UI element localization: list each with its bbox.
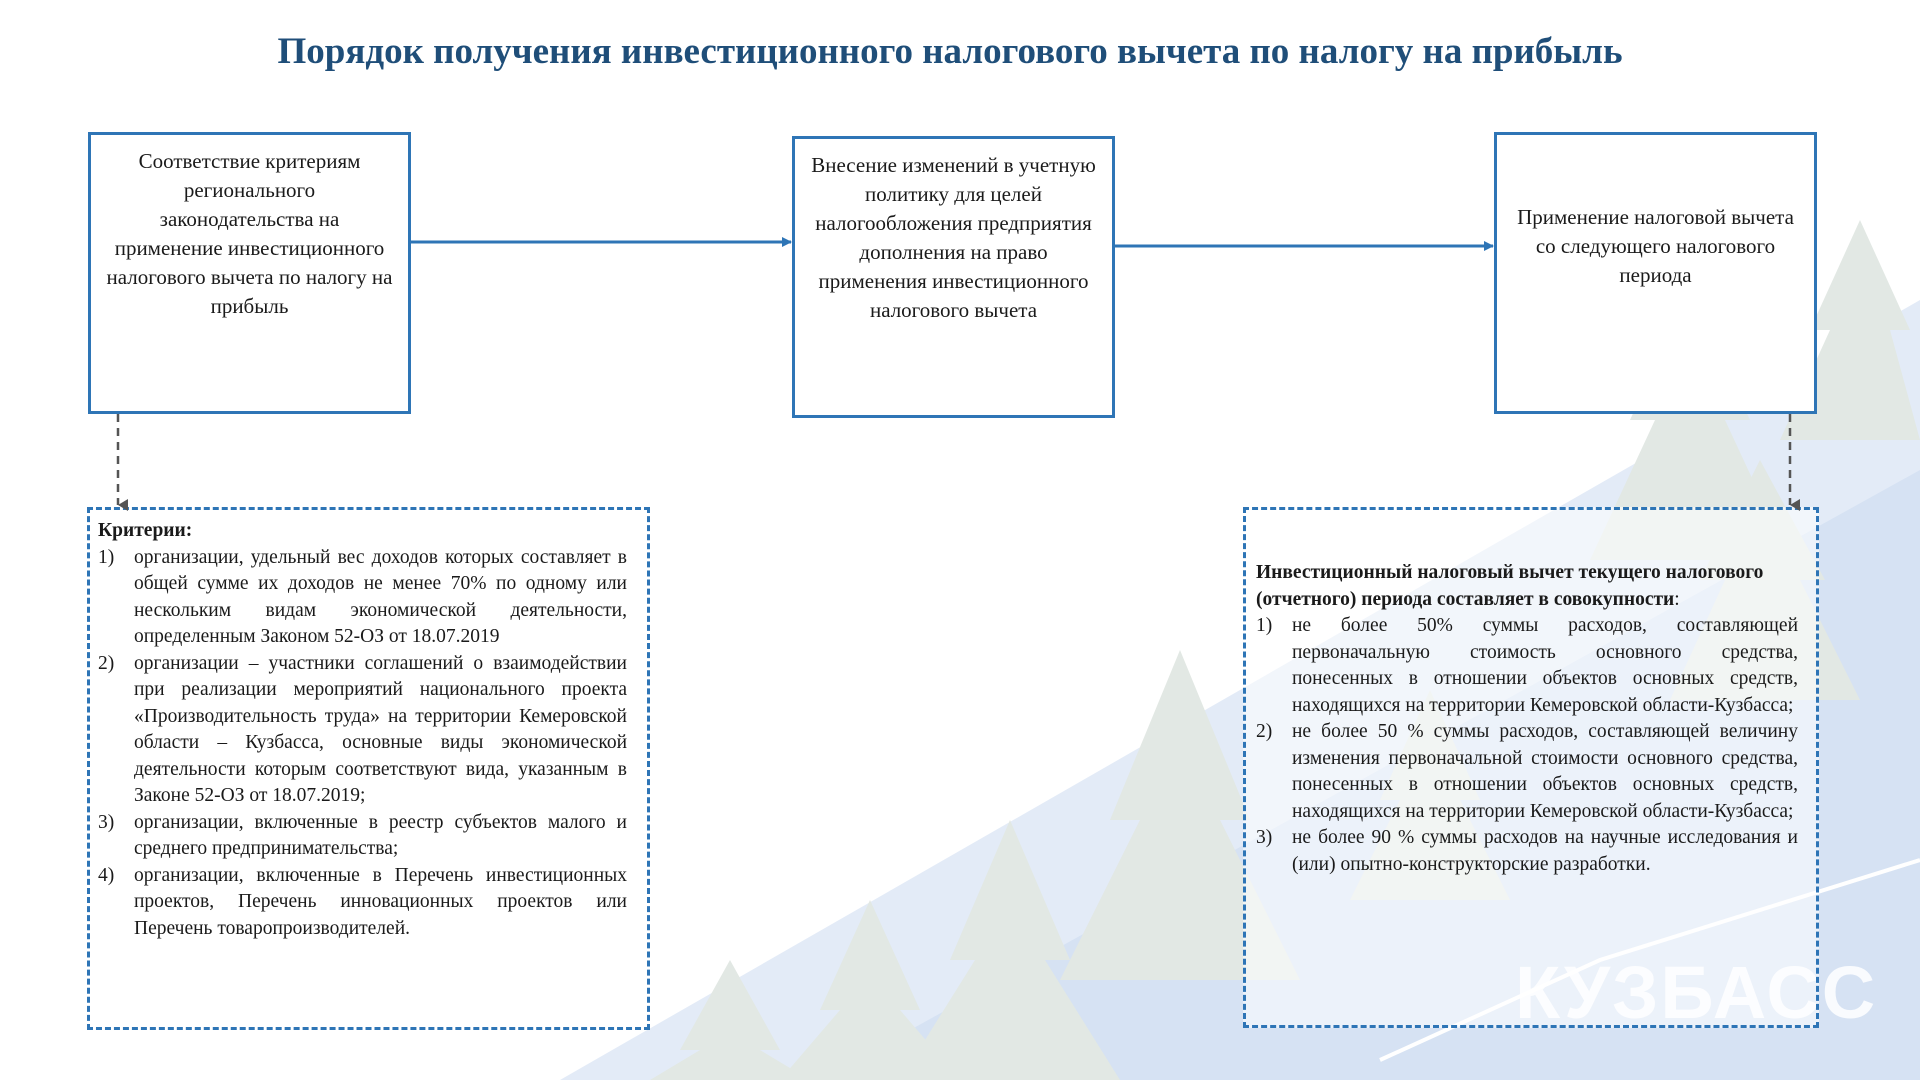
criteria-box: Критерии: 1) организации, удельный вес до… [87,507,650,1030]
step-box-apply-deduction: Применение налоговой вычета со следующег… [1494,132,1817,414]
item-number: 3) [98,810,114,837]
deduction-item: 2) не более 50 % суммы расходов, составля… [1256,719,1798,825]
criteria-header: Критерии: [98,518,627,545]
item-text: организации, удельный вес доходов которы… [134,547,627,648]
item-number: 1) [98,545,114,572]
criteria-item: 1) организации, удельный вес доходов кото… [98,545,627,651]
deduction-header-suffix: : [1674,589,1679,610]
item-number: 2) [1256,719,1272,746]
step-box-criteria: Соответствие критериям регионального зак… [88,132,411,414]
page-title: Порядок получения инвестиционного налого… [0,30,1900,73]
item-text: не более 90 % суммы расходов на научные … [1292,827,1798,875]
item-text: организации – участники соглашений о вза… [134,653,627,807]
criteria-item: 4) организации, включенные в Перечень инв… [98,863,627,943]
item-number: 2) [98,651,114,678]
criteria-item: 2) организации – участники соглашений о в… [98,651,627,810]
deduction-list: 1) не более 50% суммы расходов, составляю… [1256,613,1798,878]
criteria-item: 3) организации, включенные в реестр субъе… [98,810,627,863]
step-3-text: Применение налоговой вычета со следующег… [1517,205,1794,287]
step-2-text: Внесение изменений в учетную политику дл… [811,153,1096,322]
deduction-header-line: Инвестиционный налоговый вычет текущего … [1256,560,1798,613]
deduction-item: 1) не более 50% суммы расходов, составляю… [1256,613,1798,719]
deduction-box: Инвестиционный налоговый вычет текущего … [1243,507,1819,1028]
item-text: не более 50% суммы расходов, составляюще… [1292,615,1798,716]
criteria-list: 1) организации, удельный вес доходов кото… [98,545,627,943]
step-box-accounting-policy: Внесение изменений в учетную политику дл… [792,136,1115,418]
item-text: не более 50 % суммы расходов, составляющ… [1292,721,1798,822]
item-text: организации, включенные в реестр субъект… [134,812,627,860]
deduction-item: 3) не более 90 % суммы расходов на научны… [1256,825,1798,878]
deduction-header: Инвестиционный налоговый вычет текущего … [1256,562,1763,610]
item-number: 1) [1256,613,1272,640]
step-1-text: Соответствие критериям регионального зак… [107,149,393,318]
item-number: 4) [98,863,114,890]
item-text: организации, включенные в Перечень инвес… [134,865,627,939]
item-number: 3) [1256,825,1272,852]
